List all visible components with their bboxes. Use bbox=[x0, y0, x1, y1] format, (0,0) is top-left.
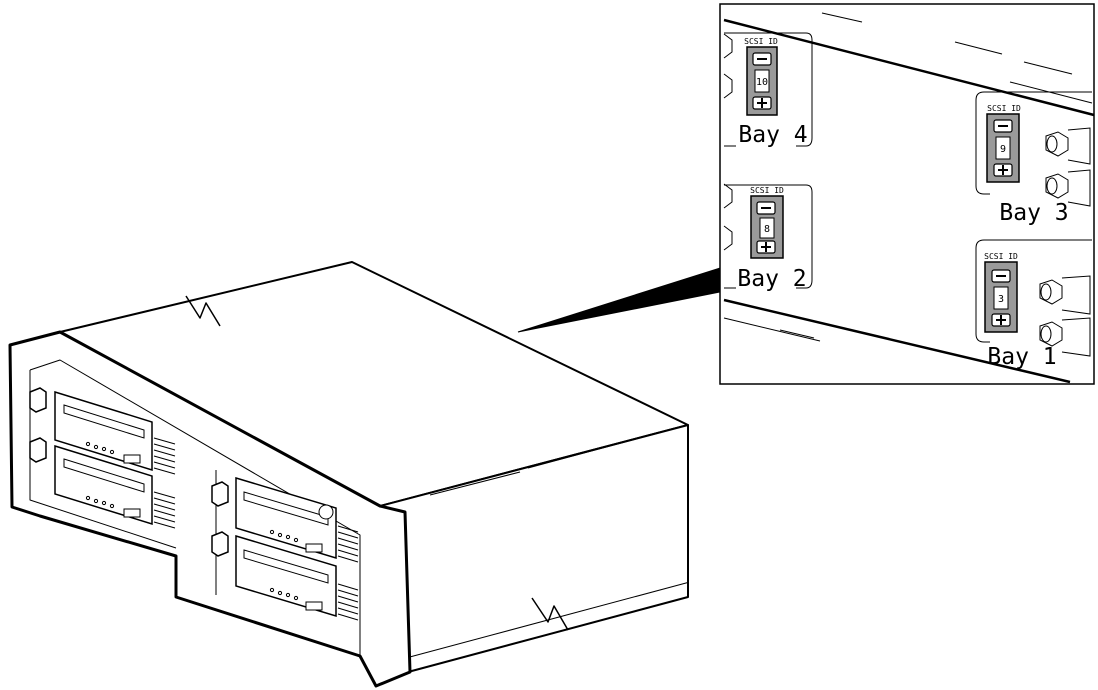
drive-right-lower bbox=[235, 534, 359, 621]
break-mark-top bbox=[185, 295, 221, 327]
bay-4: SCSI ID 10 Bay 4 bbox=[738, 37, 807, 148]
callout-pointer bbox=[517, 267, 721, 333]
callout-box: SCSI ID 10 Bay 4 SCSI ID 9 Bay 3 SCSI ID bbox=[719, 3, 1095, 385]
drive-left-lower bbox=[54, 444, 176, 529]
drive-left-upper bbox=[54, 390, 176, 475]
bay-1: SCSI ID 3 Bay 1 bbox=[984, 252, 1056, 370]
bay-3-label: Bay 3 bbox=[999, 200, 1068, 226]
bay-3: SCSI ID 9 Bay 3 bbox=[986, 104, 1069, 226]
bay-4-label: Bay 4 bbox=[738, 122, 807, 148]
bay-1-scsi-id: 3 bbox=[998, 294, 1004, 305]
bay-3-scsi-label: SCSI ID bbox=[987, 104, 1021, 113]
drive-right-upper bbox=[235, 476, 359, 563]
connectors-bay1 bbox=[1039, 275, 1091, 357]
bay-2-scsi-label: SCSI ID bbox=[750, 186, 784, 195]
bay-2-scsi-id: 8 bbox=[764, 224, 770, 235]
connectors-bay3 bbox=[1045, 127, 1091, 207]
bay-3-scsi-id: 9 bbox=[1000, 144, 1006, 155]
latches bbox=[29, 387, 229, 557]
break-mark-bottom bbox=[531, 597, 569, 631]
bay-2: SCSI ID 8 Bay 2 bbox=[737, 186, 806, 292]
enclosure bbox=[59, 261, 689, 673]
bay-2-label: Bay 2 bbox=[737, 266, 806, 292]
bay-4-scsi-label: SCSI ID bbox=[744, 37, 778, 46]
bay-1-label: Bay 1 bbox=[987, 344, 1056, 370]
bay-4-scsi-id: 10 bbox=[756, 77, 768, 88]
bay-1-scsi-label: SCSI ID bbox=[984, 252, 1018, 261]
